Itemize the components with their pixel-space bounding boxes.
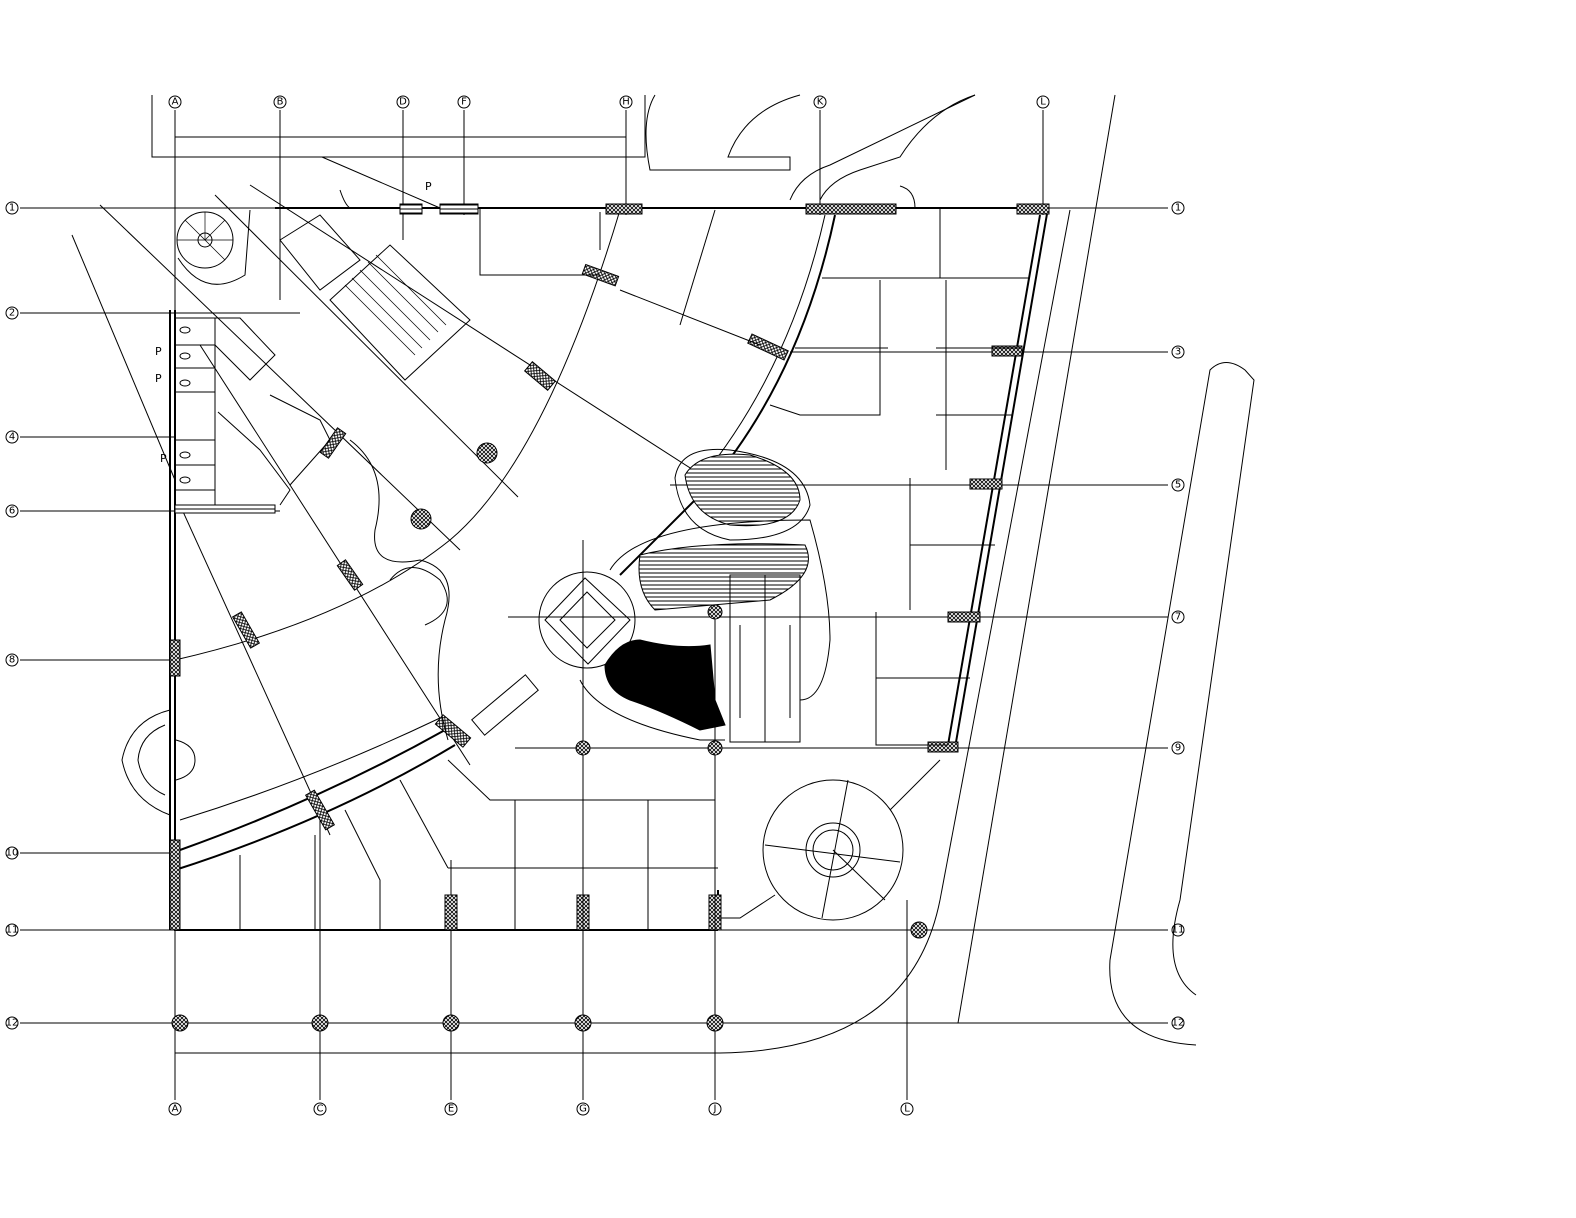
stair-cores	[176, 203, 479, 381]
grid-bubble-bottom-L: L	[900, 1102, 914, 1116]
grid-bubble-bottom-C: C	[313, 1102, 327, 1116]
grid-bubble-left-1: 1	[5, 201, 19, 215]
svg-text:10: 10	[6, 848, 19, 859]
svg-text:B: B	[277, 97, 284, 108]
svg-text:1: 1	[1175, 203, 1181, 214]
grid-bubble-bottom-A: A	[168, 1102, 182, 1116]
svg-text:H: H	[622, 97, 630, 108]
svg-text:P: P	[425, 180, 432, 193]
svg-text:A: A	[172, 97, 179, 108]
toilet-block: P P P P	[155, 180, 432, 514]
svg-text:E: E	[448, 1104, 454, 1115]
grid-bubble-left-6: 6	[5, 504, 19, 518]
grid-bubble-left-2: 2	[5, 306, 19, 320]
grid-bubble-top-L: L	[1036, 95, 1050, 109]
svg-text:12: 12	[1172, 1018, 1185, 1029]
grid-bubble-top-B: B	[273, 95, 287, 109]
svg-text:7: 7	[1175, 612, 1181, 623]
building-walls	[169, 207, 1049, 931]
grid-bubbles: A B D F H K L A C E G J L 1 2 4 6 8 10 1…	[5, 95, 1185, 1116]
svg-text:C: C	[317, 1104, 324, 1115]
svg-text:11: 11	[1172, 925, 1185, 936]
svg-text:P: P	[155, 372, 162, 385]
grid-bubble-top-D: D	[396, 95, 410, 109]
svg-text:J: J	[713, 1104, 717, 1115]
svg-text:K: K	[817, 97, 824, 108]
grid-bubble-left-10: 10	[5, 846, 19, 860]
grid-bubble-top-K: K	[813, 95, 827, 109]
svg-text:L: L	[1040, 97, 1046, 108]
svg-text:6: 6	[9, 506, 15, 517]
svg-text:G: G	[579, 1104, 587, 1115]
svg-text:1: 1	[9, 203, 15, 214]
grid-bubble-left-4: 4	[5, 430, 19, 444]
grid-bubble-right-3: 3	[1171, 345, 1185, 359]
svg-text:L: L	[904, 1104, 910, 1115]
svg-text:8: 8	[9, 655, 15, 666]
svg-text:9: 9	[1175, 743, 1181, 754]
grid-bubble-bottom-G: G	[576, 1102, 590, 1116]
grid-bubble-right-7: 7	[1171, 610, 1185, 624]
svg-text:3: 3	[1175, 347, 1181, 358]
svg-text:P: P	[160, 452, 167, 465]
site-context	[151, 94, 1255, 1054]
entry-vestibule	[121, 700, 196, 820]
circular-kiosk	[718, 759, 941, 921]
grid-bubble-left-8: 8	[5, 653, 19, 667]
grid-bubble-right-5: 5	[1171, 478, 1185, 492]
grid-bubble-right-1: 1	[1171, 201, 1185, 215]
svg-text:12: 12	[6, 1018, 19, 1029]
svg-text:A: A	[172, 1104, 179, 1115]
misc-interior-lines	[214, 185, 916, 506]
grid-bubble-left-12: 12	[5, 1016, 19, 1030]
svg-text:P: P	[155, 345, 162, 358]
svg-text:4: 4	[9, 432, 15, 443]
svg-text:5: 5	[1175, 480, 1181, 491]
grid-bubble-left-11: 11	[5, 923, 19, 937]
columns	[169, 203, 1050, 1032]
grid-bubble-right-9: 9	[1171, 741, 1185, 755]
atrium-feature	[349, 439, 831, 743]
grid-bubble-bottom-J: J	[708, 1102, 722, 1116]
svg-text:2: 2	[9, 308, 15, 319]
office-partitions	[769, 208, 1030, 746]
svg-text:F: F	[461, 97, 467, 108]
grid-bubble-top-H: H	[619, 95, 633, 109]
grid-bubble-right-11: 11	[1171, 923, 1185, 937]
grid-bubble-top-A: A	[168, 95, 182, 109]
svg-text:11: 11	[6, 925, 19, 936]
grid-bubble-right-12: 12	[1171, 1016, 1185, 1030]
shop-partitions	[239, 759, 718, 930]
svg-text:D: D	[399, 97, 407, 108]
grid-bubble-top-F: F	[457, 95, 471, 109]
grid-bubble-bottom-E: E	[444, 1102, 458, 1116]
